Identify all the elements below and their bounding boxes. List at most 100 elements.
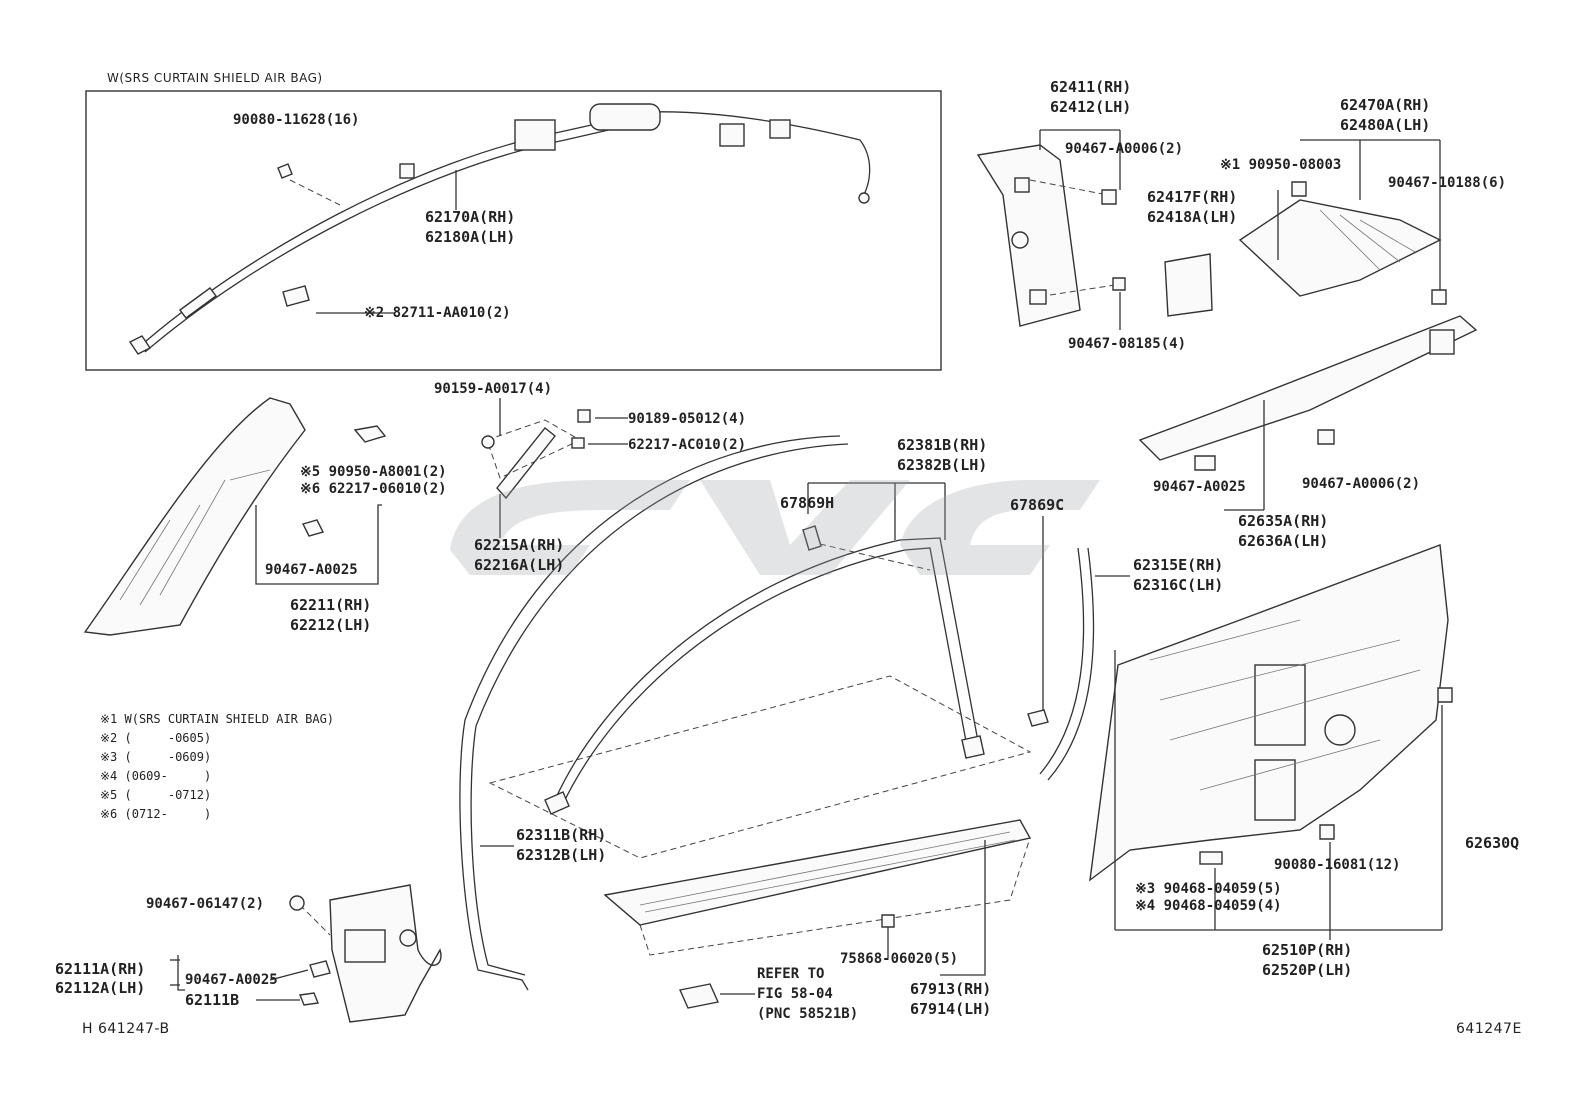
footnotes: ※1 W(SRS CURTAIN SHIELD AIR BAG) ※2 ( -0… (100, 710, 334, 824)
garnish-62215a-part (496, 427, 556, 500)
quarter-trim-panel-part (1089, 544, 1449, 882)
footnote-item: ※6 (0712- ) (100, 807, 212, 821)
part-label-75868: 75868-06020(5) (840, 951, 959, 967)
part-label-90080-11628: 90080-11628(16) (233, 112, 360, 128)
part-label-90950-08003: ※1 90950-08003 (1220, 157, 1342, 173)
part-label-90467-a0006-top: 90467-A0006(2) (1065, 141, 1184, 157)
part-label-62412: 62412(LH) (1050, 98, 1132, 116)
part-label-62111b: 62111B (185, 991, 240, 1009)
footnote-item: ※5 ( -0712) (100, 788, 212, 802)
clip-icon (1317, 429, 1335, 445)
door-weatherstrip-part (459, 435, 849, 991)
screw-icon (289, 895, 305, 911)
part-label-90468-04059-4: ※4 90468-04059(4) (1135, 898, 1282, 914)
part-label-62635a: 62635A(RH) (1238, 512, 1329, 530)
bolt-icon (277, 163, 293, 179)
part-label-90467-06147: 90467-06147(2) (146, 896, 265, 912)
a-pillar-garnish-part (83, 397, 306, 636)
footnote-item: ※2 ( -0605) (100, 731, 212, 745)
part-label-62216a: 62216A(LH) (474, 556, 565, 574)
part-label-62636a: 62636A(LH) (1238, 532, 1329, 550)
part-label-90467-10188: 90467-10188(6) (1388, 175, 1507, 191)
part-label-62311b: 62311B(RH) (516, 826, 607, 844)
part-label-67869h: 67869H (780, 494, 835, 512)
part-label-62411: 62411(RH) (1050, 78, 1132, 96)
clip-icon (1431, 289, 1447, 305)
door-frame-part (544, 537, 985, 815)
part-label-62480a: 62480A(LH) (1340, 116, 1431, 134)
clip-icon (299, 992, 319, 1006)
part-label-90467-08185: 90467-08185(4) (1068, 336, 1187, 352)
airbag-box-title: W(SRS CURTAIN SHIELD AIR BAG) (107, 71, 323, 85)
part-label-90467-a0025-bottom: 90467-A0025 (185, 972, 278, 988)
clip-icon (1291, 181, 1307, 197)
screw-icon (481, 435, 495, 449)
part-label-62510p: 62510P(RH) (1262, 941, 1353, 959)
clip-icon (1437, 687, 1453, 703)
part-label-90189: 90189-05012(4) (628, 411, 747, 427)
part-label-62630q: 62630Q (1465, 834, 1520, 852)
clip-icon (802, 525, 822, 551)
part-label-90950-a8001: ※5 90950-A8001(2) (300, 464, 447, 480)
clip-icon (881, 914, 895, 928)
nut-icon (577, 409, 591, 423)
clip-icon (679, 983, 719, 1009)
part-label-62312b: 62312B(LH) (516, 846, 607, 864)
clip-icon (353, 425, 387, 443)
scuff-plate-part (603, 819, 1032, 926)
center-pillar-garnish-part (976, 144, 1081, 327)
part-label-62417f: 62417F(RH) (1147, 188, 1238, 206)
part-label-90467-a0006-right: 90467-A0006(2) (1302, 476, 1421, 492)
part-label-90467-a0025-left: 90467-A0025 (265, 562, 358, 578)
footnote-item: ※4 (0609- ) (100, 769, 212, 783)
clip-icon (1101, 189, 1117, 205)
weatherstrip-62315e-part (1039, 547, 1095, 781)
roof-side-garnish-part (1238, 199, 1442, 297)
part-label-67914: 67914(LH) (910, 1000, 992, 1018)
part-label-62170a: 62170A(RH) (425, 208, 516, 226)
clip-icon (1194, 455, 1216, 471)
clip-icon (309, 960, 331, 978)
clip-icon (1112, 277, 1126, 291)
part-label-67913: 67913(RH) (910, 980, 992, 998)
part-label-90467-a0025-right: 90467-A0025 (1153, 479, 1246, 495)
spacer-62417f-part (1164, 253, 1213, 317)
kick-panel-part (329, 884, 442, 1023)
clip-icon (571, 437, 585, 449)
refer-note-line1: REFER TO (757, 966, 825, 982)
part-label-62381b: 62381B(RH) (897, 436, 988, 454)
clip-icon (1027, 709, 1049, 727)
part-label-90080-16081: 90080-16081(12) (1274, 857, 1401, 873)
refer-note-line3: (PNC 58521B) (757, 1006, 859, 1022)
part-label-62520p: 62520P(LH) (1262, 961, 1353, 979)
part-label-67869c: 67869C (1010, 496, 1065, 514)
part-label-62111a: 62111A(RH) (55, 960, 146, 978)
part-label-62315e: 62315E(RH) (1133, 556, 1224, 574)
footnote-item: ※3 ( -0609) (100, 750, 212, 764)
part-label-62215a: 62215A(RH) (474, 536, 565, 554)
clip-icon (301, 519, 325, 537)
part-label-62217-06010: ※6 62217-06010(2) (300, 481, 447, 497)
part-label-62217-ac010: 62217-AC010(2) (628, 437, 747, 453)
curtain-airbag-part (128, 103, 871, 355)
part-label-82711: ※2 82711-AA010(2) (364, 305, 511, 321)
part-label-62180a: 62180A(LH) (425, 228, 516, 246)
footnote-item: ※1 W(SRS CURTAIN SHIELD AIR BAG) (100, 712, 335, 726)
front-pillar-garnish-part (1138, 315, 1478, 461)
part-label-90159: 90159-A0017(4) (434, 381, 553, 397)
part-label-62212: 62212(LH) (290, 616, 372, 634)
figure-id-left: H 641247-B (82, 1021, 170, 1037)
part-label-62211: 62211(RH) (290, 596, 372, 614)
part-label-62418a: 62418A(LH) (1147, 208, 1238, 226)
airbag-box-frame (85, 90, 942, 371)
part-label-62316c: 62316C(LH) (1133, 576, 1224, 594)
part-label-62382b: 62382B(LH) (897, 456, 988, 474)
part-label-90468-04059-3: ※3 90468-04059(5) (1135, 881, 1282, 897)
watermark-logo (450, 480, 1100, 575)
clip-icon (282, 285, 310, 307)
part-label-62470a: 62470A(RH) (1340, 96, 1431, 114)
refer-note-line2: FIG 58-04 (757, 986, 833, 1002)
figure-id-right: 641247E (1456, 1021, 1522, 1037)
